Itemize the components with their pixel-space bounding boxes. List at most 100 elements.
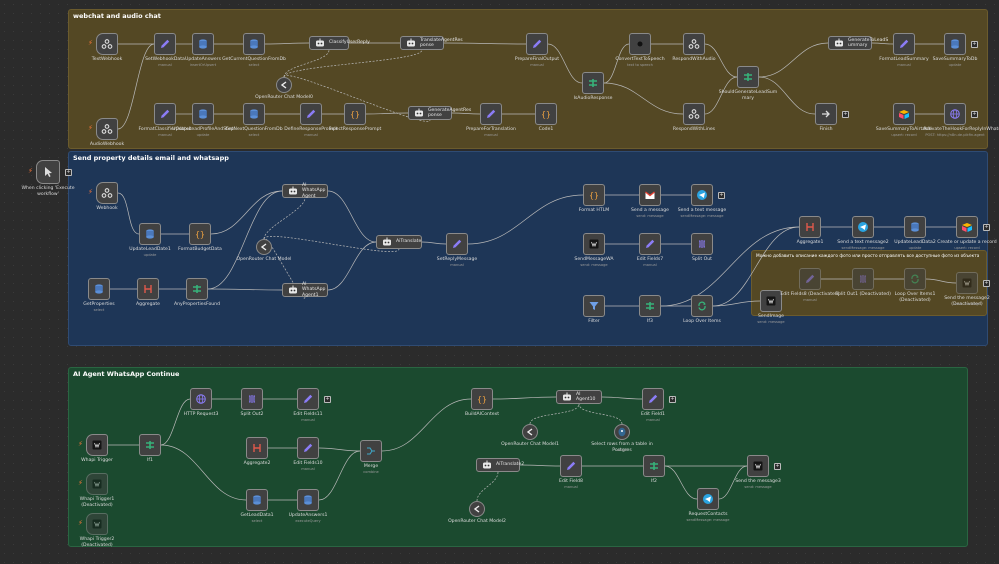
node-genleadsum[interactable]: GenerateToLeadS ummary (828, 36, 888, 50)
connection-wire (421, 241, 447, 245)
node-respondlines[interactable] (683, 103, 705, 125)
node-openrouter2[interactable] (469, 501, 485, 517)
node-audiowh[interactable] (96, 118, 118, 140)
add-node-icon[interactable]: + (65, 169, 72, 176)
node-sendmsg[interactable] (639, 184, 661, 206)
node-editfield8[interactable] (560, 455, 582, 477)
add-node-icon[interactable]: + (324, 396, 331, 403)
node-buildcontext[interactable]: {} (471, 388, 493, 410)
node-converttext[interactable] (629, 33, 651, 55)
node-updateanswers1[interactable] (297, 489, 319, 511)
node-finish[interactable] (815, 103, 837, 125)
node-sendtext2[interactable] (852, 216, 874, 238)
node-httpreq[interactable] (190, 388, 212, 410)
node-sendmsgwa[interactable] (583, 233, 605, 255)
node-splitout[interactable] (691, 233, 713, 255)
node-loopover1[interactable] (904, 268, 926, 290)
node-manual[interactable] (36, 160, 60, 184)
node-label: FormatLeadSummary (879, 57, 929, 62)
node-formatbudget[interactable]: {} (189, 223, 211, 245)
node-activatehook[interactable] (944, 103, 966, 125)
node-subtitle: manual (484, 133, 498, 137)
node-aiwa[interactable]: AI WhatsApp Agent (282, 183, 328, 199)
node-merge[interactable] (360, 440, 382, 462)
node-isaudio[interactable] (582, 72, 604, 94)
node-aitranslate[interactable]: AiTranslate (376, 235, 422, 249)
node-openrouter1[interactable] (522, 424, 538, 440)
node-aggregate1[interactable] (799, 216, 821, 238)
node-aiwa1[interactable]: AI WhatsApp Agent1 (282, 282, 328, 298)
node-shouldgen[interactable] (737, 66, 759, 88)
add-node-icon[interactable]: + (983, 224, 990, 231)
node-requestcontacts[interactable] (697, 488, 719, 510)
node-whapi[interactable] (86, 434, 108, 456)
node-webhook[interactable] (96, 182, 118, 204)
node-classify[interactable]: ClassifyUserReply (309, 36, 370, 50)
connection-wire (160, 444, 247, 501)
add-node-icon[interactable]: + (669, 396, 676, 403)
node-if2[interactable] (643, 455, 665, 477)
node-translateagent[interactable]: TranslateAgentRes ponse (400, 36, 463, 50)
node-code1[interactable]: {} (535, 103, 557, 125)
node-selectprompt[interactable]: {} (344, 103, 366, 125)
add-node-icon[interactable]: + (774, 463, 781, 470)
node-respondaudio[interactable] (683, 33, 705, 55)
node-formathtml[interactable]: {} (583, 184, 605, 206)
sub-node-connection (476, 471, 499, 502)
node-preparetrans[interactable] (480, 103, 502, 125)
add-node-icon[interactable]: + (718, 192, 725, 199)
node-anyprop[interactable] (186, 278, 208, 300)
node-formatclass[interactable] (154, 103, 176, 125)
sticky-note-webchat[interactable]: webchat and audio chat (68, 9, 988, 149)
node-updateleadprof[interactable] (192, 103, 214, 125)
node-sendmessage3[interactable] (747, 455, 769, 477)
node-if3[interactable] (639, 295, 661, 317)
node-whapi1[interactable] (86, 473, 108, 495)
node-setreply[interactable] (446, 233, 468, 255)
node-splitout2[interactable] (241, 388, 263, 410)
node-getcurrentq[interactable] (243, 33, 265, 55)
node-setwebhook[interactable] (154, 33, 176, 55)
node-updateanswers[interactable] (192, 33, 214, 55)
add-node-icon[interactable]: + (971, 111, 978, 118)
node-editfield1[interactable] (642, 388, 664, 410)
node-editfields10[interactable] (297, 437, 319, 459)
node-aggregate[interactable] (137, 278, 159, 300)
node-whapi2[interactable] (86, 513, 108, 535)
node-updatelead1[interactable] (139, 223, 161, 245)
node-sendmessage2[interactable] (956, 272, 978, 294)
sticky-note-ai-agent-whatsapp[interactable]: AI Agent WhatsApp Continue (68, 367, 968, 547)
node-sendtext[interactable] (691, 184, 713, 206)
node-savesumdb[interactable] (944, 33, 966, 55)
node-aiagent10[interactable]: AI Agent10 (556, 390, 602, 404)
node-createrecord[interactable] (956, 216, 978, 238)
node-getproperties[interactable] (88, 278, 110, 300)
node-getnextq[interactable] (243, 103, 265, 125)
node-editfields8[interactable] (799, 268, 821, 290)
node-updatelead2[interactable] (904, 216, 926, 238)
node-genagentresp[interactable]: GenerateAgentRes ponse (408, 106, 471, 120)
node-savesumairtable[interactable] (893, 103, 915, 125)
node-openrouter0[interactable] (276, 77, 292, 93)
node-loopover[interactable] (691, 295, 713, 317)
add-node-icon[interactable]: + (971, 41, 978, 48)
add-node-icon[interactable]: + (983, 280, 990, 287)
openrouter-icon (471, 503, 483, 515)
node-getlead[interactable] (246, 489, 268, 511)
node-if1[interactable] (139, 434, 161, 456)
add-node-icon[interactable]: + (842, 111, 849, 118)
node-definereply[interactable] (300, 103, 322, 125)
node-splitout1[interactable] (852, 268, 874, 290)
node-editfields11[interactable] (297, 388, 319, 410)
node-openrouterchat[interactable] (256, 239, 272, 255)
node-formatleadsum[interactable] (893, 33, 915, 55)
node-preparefinal[interactable] (526, 33, 548, 55)
node-textwh[interactable] (96, 33, 118, 55)
node-editfields7[interactable] (639, 233, 661, 255)
node-aitranslate2[interactable]: AiTranslate2 (476, 458, 524, 472)
node-selectrows[interactable] (614, 424, 630, 440)
node-aggregate2[interactable] (246, 437, 268, 459)
node-filter[interactable] (583, 295, 605, 317)
node-sendimage[interactable] (760, 290, 782, 312)
